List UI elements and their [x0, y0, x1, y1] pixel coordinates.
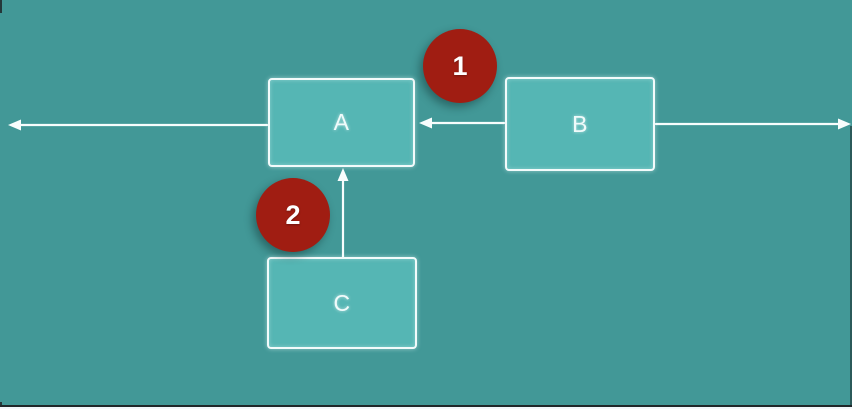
- node-c: C: [267, 257, 417, 349]
- arrow-a-to-left-edge: [8, 119, 269, 131]
- arrow-b-to-right-edge: [654, 118, 851, 130]
- node-a: A: [268, 78, 415, 167]
- frame-bottom-light-strip: [0, 407, 852, 409]
- step-badge-label: 1: [452, 50, 468, 81]
- frame-artifact-right-edge: [850, 126, 852, 409]
- arrow-c-to-a: [337, 168, 349, 260]
- arrowhead-icon: [419, 117, 432, 129]
- arrowhead-icon: [8, 119, 21, 131]
- node-label: B: [572, 110, 588, 137]
- step-badge-label: 2: [285, 199, 301, 230]
- arrowhead-icon: [337, 168, 349, 181]
- frame-bottom-dark-line: [0, 405, 852, 407]
- arrowhead-icon: [838, 118, 851, 130]
- step-badge-1: 1: [423, 29, 497, 103]
- node-label: A: [333, 109, 350, 135]
- node-b: B: [505, 77, 655, 171]
- node-label: C: [333, 289, 351, 316]
- arrow-b-to-a: [419, 117, 506, 129]
- frame-artifact-top-left: [0, 0, 2, 13]
- step-badge-2: 2: [256, 178, 330, 252]
